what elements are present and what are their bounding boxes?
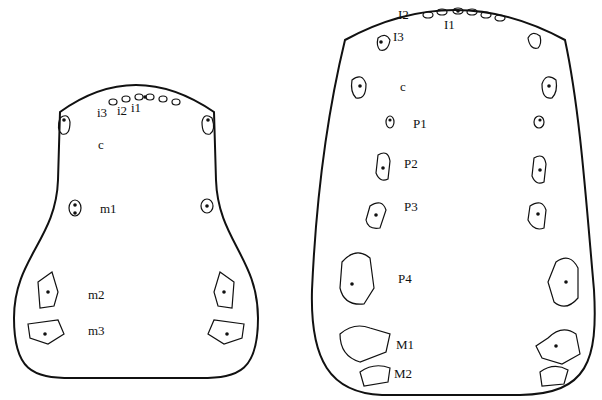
- tooth-label: I3: [393, 30, 404, 43]
- tooth-label: M1: [396, 338, 414, 351]
- tooth-label: I2: [398, 8, 409, 21]
- tooth-label: i1: [131, 101, 141, 114]
- tooth-label: c: [400, 80, 406, 93]
- arch-outline: [312, 10, 595, 395]
- tooth-label: M2: [394, 367, 412, 380]
- tooth-label: m2: [88, 288, 105, 301]
- tooth-label: c: [98, 138, 104, 151]
- tooth-label: P2: [404, 157, 418, 170]
- tooth-label: P4: [398, 272, 412, 285]
- tooth-label: P3: [404, 200, 418, 213]
- tooth-sockets: [28, 94, 244, 344]
- tooth-label: m1: [100, 202, 117, 215]
- arch-outline: [14, 85, 258, 378]
- tooth-label: P1: [413, 117, 427, 130]
- tooth-label: i3: [97, 106, 107, 119]
- tooth-label: I1: [444, 18, 455, 31]
- tooth-label: m3: [88, 324, 105, 337]
- tooth-label: i2: [117, 104, 127, 117]
- tooth-sockets: [340, 8, 580, 386]
